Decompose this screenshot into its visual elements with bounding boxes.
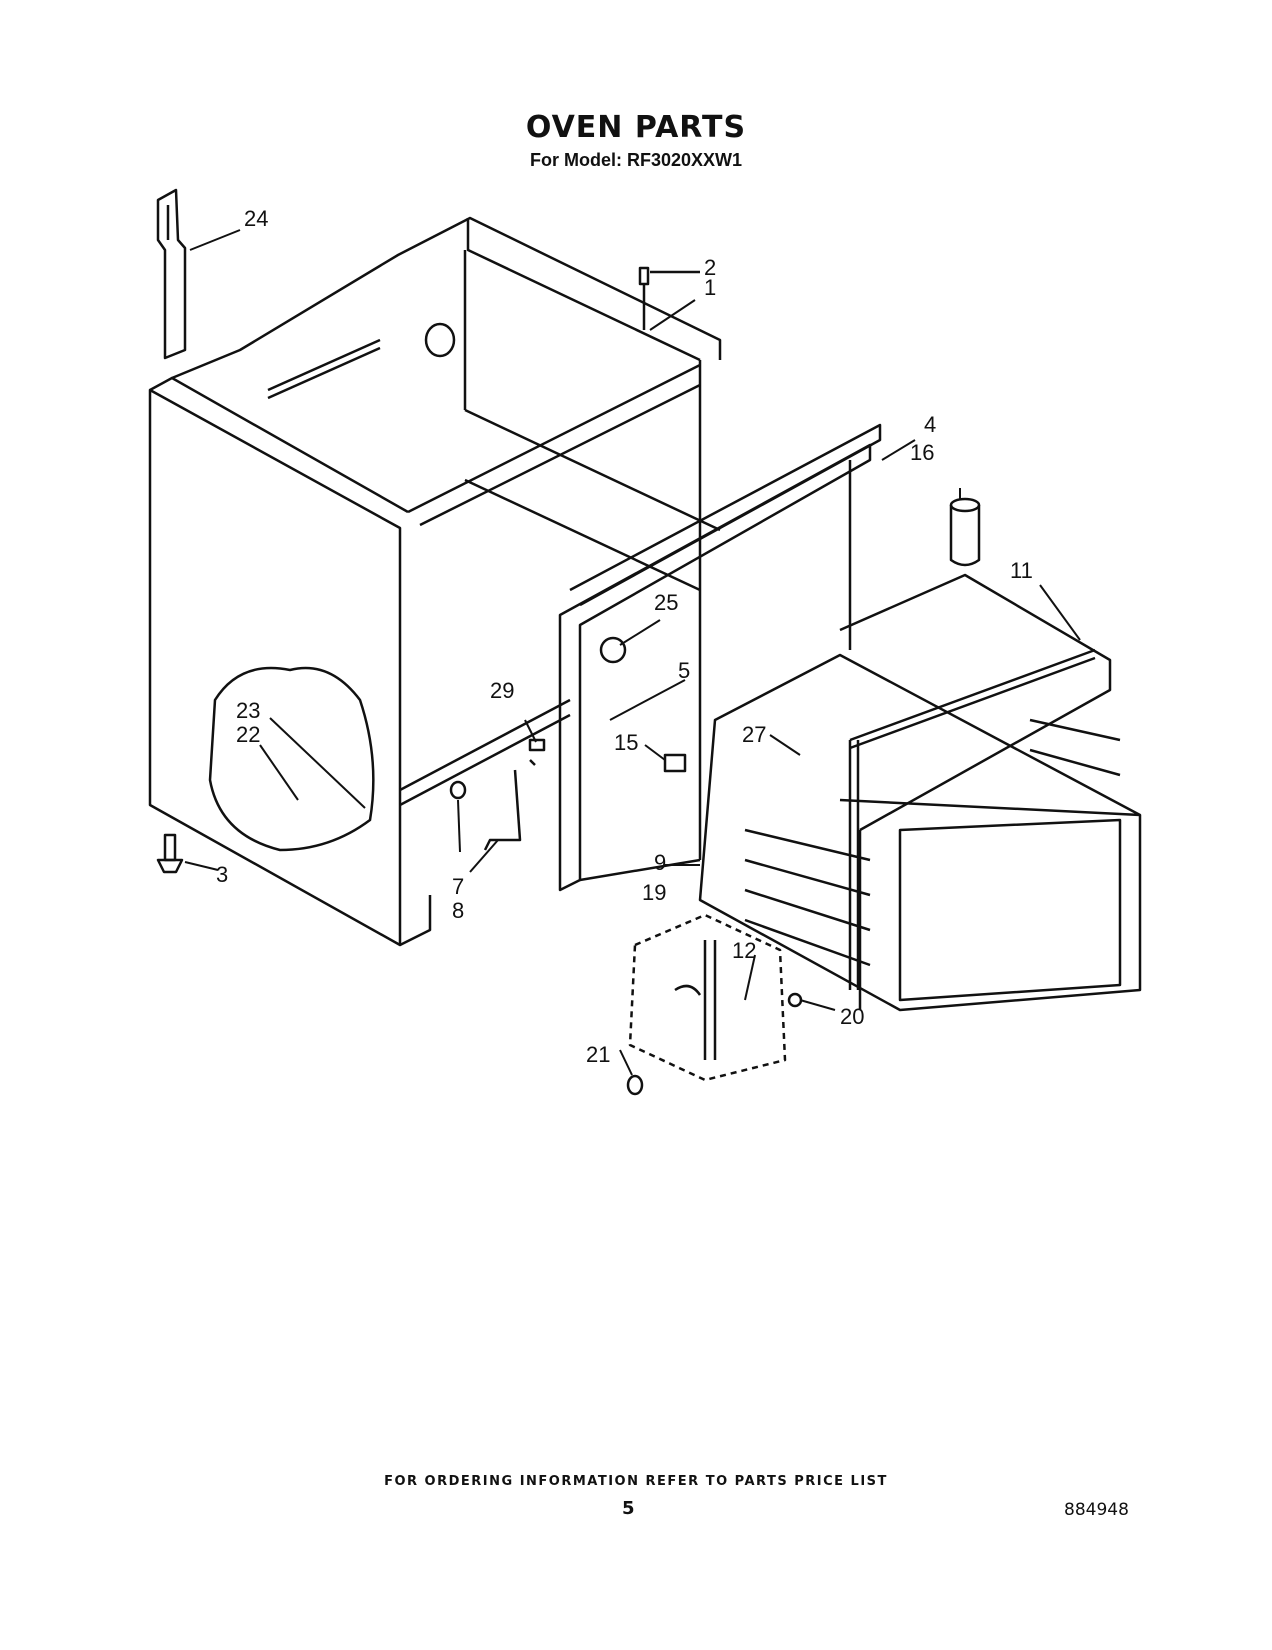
callout-23: 23 xyxy=(236,698,260,723)
part-7-8-bracket xyxy=(449,759,536,851)
callout-29: 29 xyxy=(490,678,514,703)
ordering-note: FOR ORDERING INFORMATION REFER TO PARTS … xyxy=(384,1474,888,1489)
callout-15: 15 xyxy=(614,730,638,755)
part-2-screw xyxy=(638,266,700,330)
document-number: 884948 xyxy=(1064,1500,1129,1520)
callout-3: 3 xyxy=(216,862,228,887)
part-16-vent-tube xyxy=(949,497,981,567)
callout-20: 20 xyxy=(840,1004,864,1029)
callout-24: 24 xyxy=(244,206,268,231)
part-3-leveling-leg xyxy=(156,833,184,874)
callout-5: 5 xyxy=(678,658,690,683)
callout-1: 1 xyxy=(704,275,716,300)
part-29-connector xyxy=(528,738,687,773)
part-4-front-frame xyxy=(558,443,872,892)
page-title: OVEN PARTS xyxy=(525,110,747,145)
callout-19: 19 xyxy=(642,880,666,905)
callout-2: 2 xyxy=(704,255,716,280)
callout-27: 27 xyxy=(742,722,766,747)
callout-7: 7 xyxy=(452,874,464,899)
callout-25: 25 xyxy=(654,590,678,615)
callout-8: 8 xyxy=(452,898,464,923)
callout-16: 16 xyxy=(910,440,934,465)
part-1-cabinet xyxy=(148,216,882,947)
callout-4: 4 xyxy=(924,412,936,437)
page-number: 5 xyxy=(622,1498,635,1519)
callout-12: 12 xyxy=(732,938,756,963)
callout-labels: 24 2 1 4 16 11 25 5 29 15 27 23 22 3 7 8… xyxy=(216,206,1033,1067)
part-24-bracket xyxy=(156,188,187,360)
callout-22: 22 xyxy=(236,722,260,747)
callout-9: 9 xyxy=(654,850,666,875)
callout-21: 21 xyxy=(586,1042,610,1067)
callout-11: 11 xyxy=(1010,558,1033,583)
model-subtitle: For Model: RF3020XXW1 xyxy=(529,150,743,170)
part-9-oven-liner xyxy=(698,573,1142,1012)
